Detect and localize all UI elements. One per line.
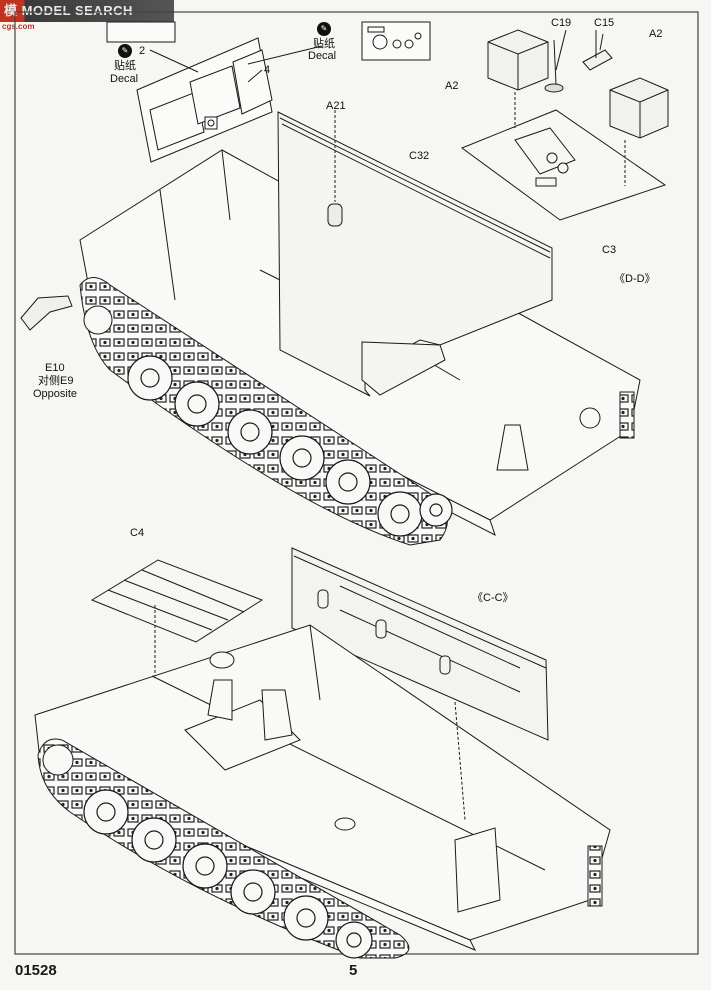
watermark-subtitle: cgs.com <box>2 22 35 31</box>
label-E10: E10 <box>45 362 65 374</box>
part-C4-plate <box>90 559 264 680</box>
lower-track <box>37 738 410 959</box>
label-A21: A21 <box>326 100 346 112</box>
step-4-label: 4 <box>264 64 271 76</box>
decal-icon-right: ✎ <box>317 22 331 36</box>
part-C32-wall <box>277 111 553 397</box>
part-C3-plate <box>460 109 667 221</box>
decal-sheet-thumb <box>106 21 176 43</box>
part-E10 <box>20 295 73 331</box>
part-A21 <box>327 110 343 227</box>
part-C-C-wall <box>291 547 549 741</box>
section-C-C-label: 《C-C》 <box>472 592 514 604</box>
part-C19 <box>544 39 564 93</box>
label-C32: C32 <box>409 150 430 162</box>
page-number: 5 <box>349 962 358 979</box>
label-C4: C4 <box>130 527 145 539</box>
decal-en-right: Decal <box>308 50 337 62</box>
decal-cn-left: 贴纸 <box>114 60 136 72</box>
section-D-D-label: 《D-D》 <box>614 273 656 285</box>
label-A2-left: A2 <box>445 80 459 92</box>
label-C3: C3 <box>602 244 617 256</box>
opposite-cn-label: 对侧E9 <box>38 375 74 387</box>
label-C15: C15 <box>594 17 615 29</box>
label-A2-right: A2 <box>649 28 663 40</box>
decal-en-left: Decal <box>110 73 139 85</box>
part-A2-box-left <box>487 29 549 91</box>
decal-icon-left: ✎ <box>118 44 132 58</box>
part-C15 <box>582 33 613 71</box>
opposite-en-label: Opposite <box>33 388 78 400</box>
part-A2-box-right <box>609 77 669 139</box>
watermark-banner: 模 MODEL SEARCH <box>0 0 174 22</box>
control-panel-detail <box>361 21 431 61</box>
upper-track <box>79 277 453 546</box>
product-code: 01528 <box>15 962 57 979</box>
decal-cn-right: 贴纸 <box>313 38 335 50</box>
decal-panel-upper <box>136 37 273 163</box>
step-2-label: 2 <box>139 45 146 57</box>
label-C19: C19 <box>551 17 572 29</box>
